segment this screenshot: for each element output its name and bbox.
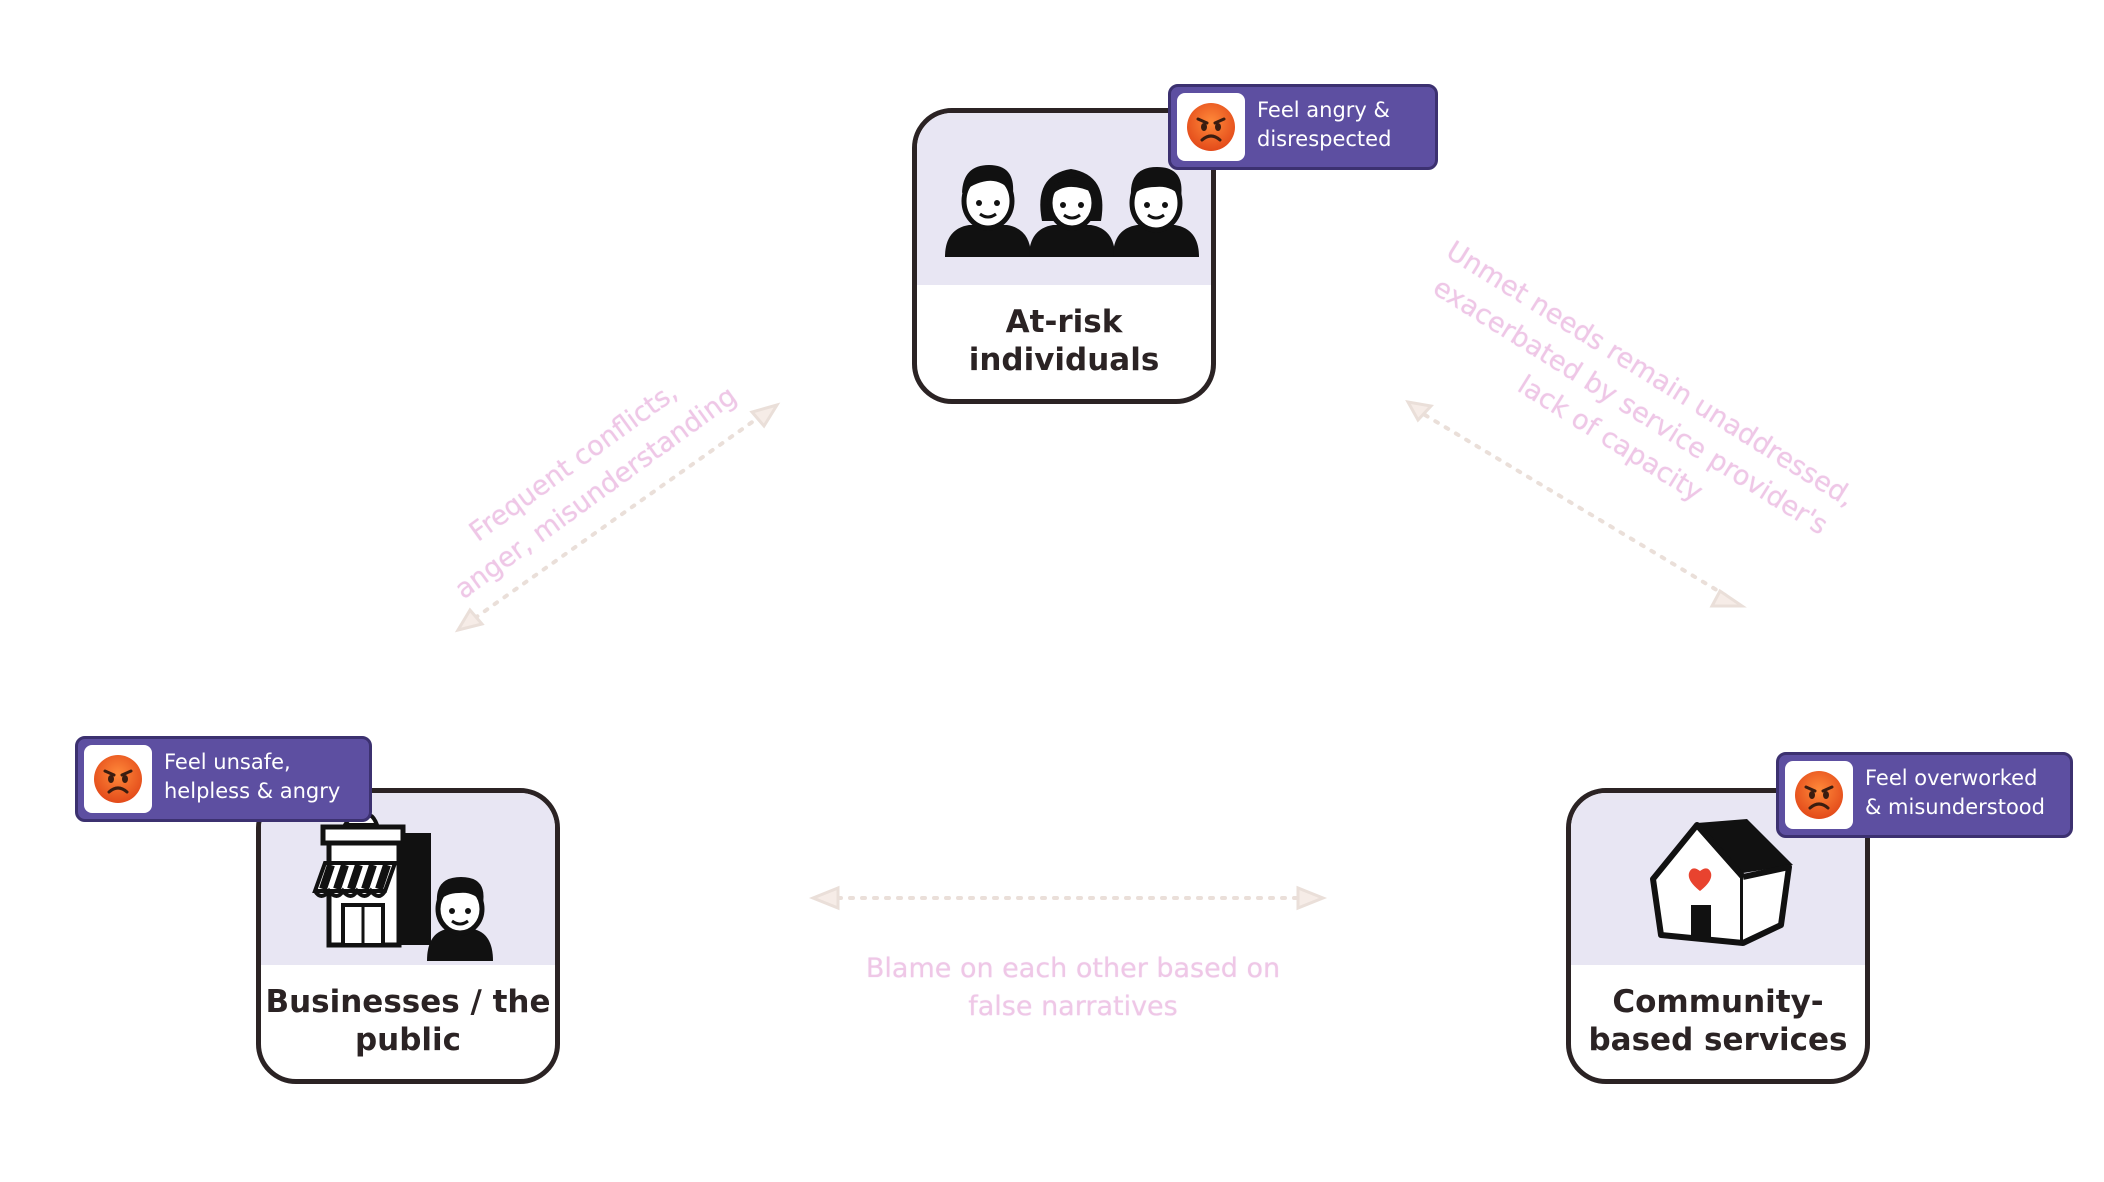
arrow-left-edge bbox=[473, 411, 767, 620]
arrowhead-right-down bbox=[1709, 588, 1747, 608]
arrowhead-right-up bbox=[1405, 399, 1434, 423]
node-at-risk-individuals: At-risk individuals bbox=[912, 108, 1216, 404]
feeling-text: Feel unsafe, helpless & angry bbox=[164, 750, 341, 803]
feeling-text: Feel angry & disrespected bbox=[1257, 98, 1392, 151]
arrowhead-bottom-right bbox=[1296, 885, 1328, 911]
angry-face-emoji-icon bbox=[94, 755, 142, 803]
node-title: At-risk individuals bbox=[968, 304, 1160, 378]
angry-face-emoji-icon bbox=[1795, 771, 1843, 819]
angry-face-emoji-icon bbox=[1187, 103, 1235, 151]
arrowhead-left-up bbox=[749, 402, 781, 429]
node-businesses-public: Businesses / the public bbox=[256, 788, 560, 1084]
arrow-right-edge bbox=[1423, 413, 1727, 597]
node-title: Businesses / the public bbox=[265, 984, 551, 1058]
node-community-services: Community- based services bbox=[1566, 788, 1870, 1084]
arrowhead-bottom-left bbox=[808, 885, 840, 911]
arrowhead-left-down bbox=[454, 607, 485, 633]
house-with-heart-icon bbox=[1650, 819, 1793, 946]
people-group-icon bbox=[945, 165, 1199, 257]
feeling-badge-community: Feel overworked & misunderstood bbox=[1776, 752, 2073, 838]
icon-area bbox=[917, 113, 1211, 285]
feeling-badge-at-risk: Feel angry & disrespected bbox=[1168, 84, 1438, 170]
node-title: Community- based services bbox=[1588, 984, 1848, 1058]
feeling-badge-businesses: Feel unsafe, helpless & angry bbox=[75, 736, 372, 822]
storefront-with-person-icon bbox=[312, 813, 493, 961]
feeling-text: Feel overworked & misunderstood bbox=[1865, 766, 2045, 819]
edge-label-bottom: Blame on each other based on false narra… bbox=[865, 953, 1281, 1022]
